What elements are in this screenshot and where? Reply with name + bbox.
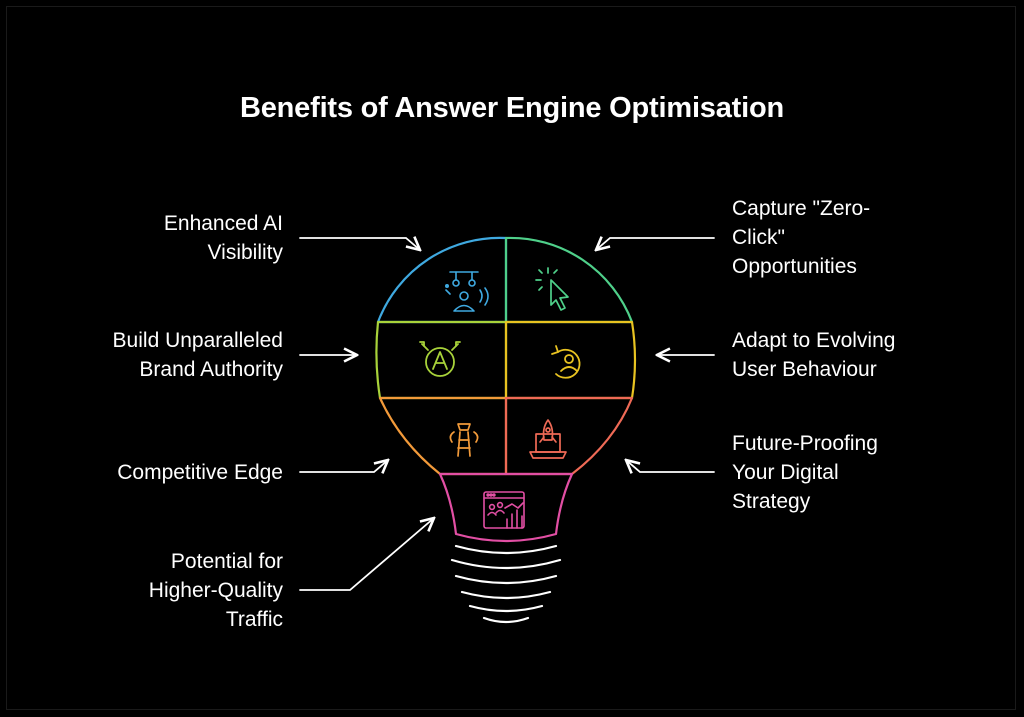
- arrow-enhanced-ai-visibility: [299, 238, 420, 250]
- label-line: Strategy: [732, 490, 811, 513]
- label-line: User Behaviour: [732, 358, 877, 381]
- segment-yellow: [504, 320, 637, 400]
- label-line: Visibility: [207, 241, 283, 264]
- label-line: Build Unparalleled: [112, 329, 283, 352]
- diagram-title: Benefits of Answer Engine Optimisation: [240, 92, 784, 124]
- arrow-higher-quality-traffic: [299, 518, 434, 591]
- ai-broadcast-person-icon: [444, 271, 489, 312]
- label-line: Competitive Edge: [117, 461, 283, 484]
- shield-emblem-icon: [419, 341, 461, 377]
- bulb-base: [450, 544, 562, 624]
- label-higher-quality-traffic: Potential for Higher-Quality Traffic: [149, 547, 283, 634]
- analytics-dashboard-icon: [483, 491, 525, 529]
- cursor-click-icon: [535, 267, 569, 311]
- label-line: Click": [732, 226, 785, 249]
- label-line: Future-Proofing: [732, 432, 878, 455]
- segment-orange: [378, 396, 508, 476]
- label-capture-zero-click: Capture "Zero- Click" Opportunities: [732, 194, 870, 281]
- label-competitive-edge: Competitive Edge: [117, 458, 283, 487]
- arrow-future-proofing: [626, 460, 715, 472]
- label-line: Brand Authority: [139, 358, 283, 381]
- segment-blue: [376, 236, 508, 324]
- segment-green: [504, 236, 634, 324]
- segment-pink: [438, 472, 574, 543]
- segment-red: [504, 396, 634, 476]
- user-refresh-icon: [551, 345, 581, 379]
- label-line: Capture "Zero-: [732, 197, 871, 220]
- ladder-climb-icon: [449, 423, 479, 457]
- connector-arrows: [299, 238, 715, 591]
- segment-lime: [375, 320, 508, 400]
- label-evolving-behaviour: Adapt to Evolving User Behaviour: [732, 326, 895, 384]
- label-line: Opportunities: [732, 255, 857, 278]
- rocket-laptop-icon: [529, 419, 567, 459]
- label-line: Enhanced AI: [163, 212, 283, 235]
- label-line: Traffic: [225, 608, 283, 631]
- arrow-capture-zero-click: [596, 238, 715, 250]
- label-line: Potential for: [170, 550, 283, 573]
- label-line: Adapt to Evolving: [732, 329, 896, 352]
- label-line: Higher-Quality: [148, 579, 283, 602]
- label-enhanced-ai-visibility: Enhanced AI Visibility: [164, 209, 283, 267]
- label-brand-authority: Build Unparalleled Brand Authority: [113, 326, 283, 384]
- label-future-proofing: Future-Proofing Your Digital Strategy: [732, 429, 878, 516]
- label-line: Your Digital: [732, 461, 839, 484]
- bulb-segments: [375, 236, 637, 543]
- arrow-competitive-edge: [299, 460, 388, 472]
